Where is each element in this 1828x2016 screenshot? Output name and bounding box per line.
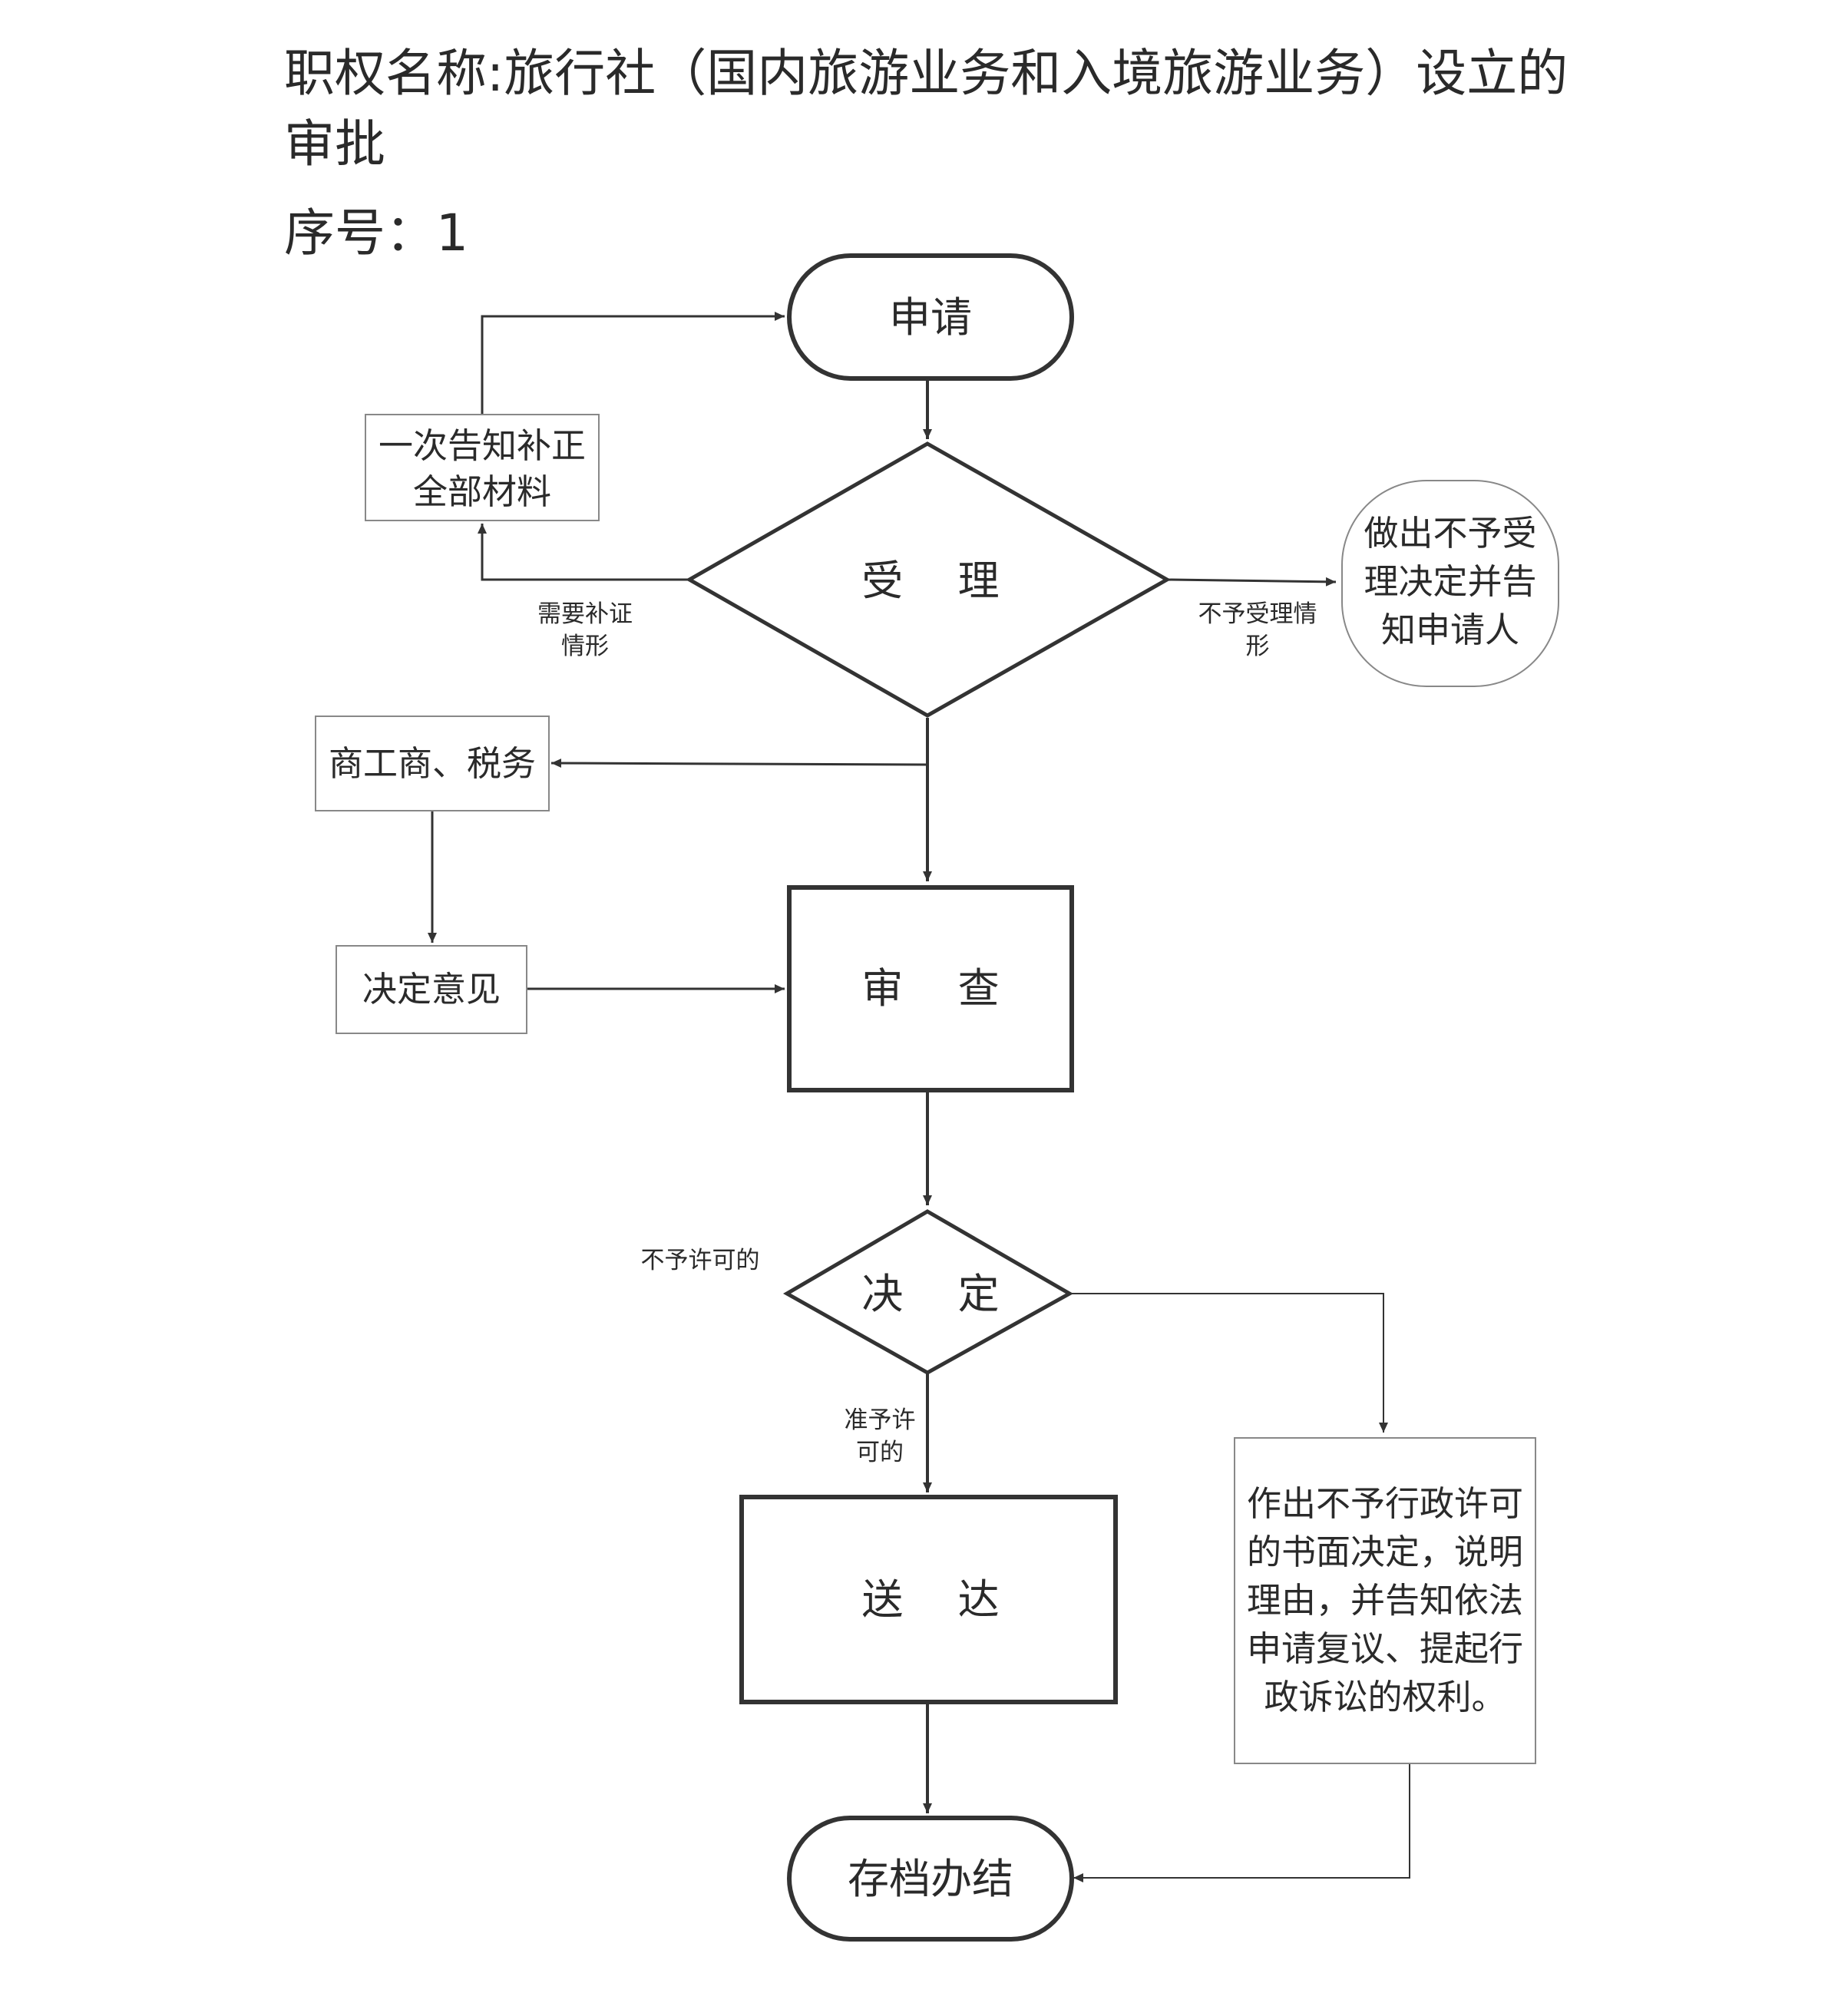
decision-label: 决 定 [861, 1270, 999, 1318]
label-not-accept-1: 不予受理情 [1198, 600, 1317, 628]
edge-decision-deny [1069, 1293, 1388, 1433]
review-label: 审 查 [861, 964, 999, 1013]
deny-doc-line5: 政诉讼的权利。 [1264, 1677, 1506, 1717]
node-notify-correction: 一次告知补正 全部材料 [365, 414, 600, 521]
deny-doc-line4: 申请复议、提起行 [1247, 1628, 1523, 1669]
label-need-correction-2: 情形 [561, 633, 609, 660]
label-need-correction-1: 需要补证 [537, 600, 633, 628]
node-deny-doc: 作出不予行政许可 的书面决定，说明 理由，并告知依法 申请复议、提起行 政诉讼的… [1234, 1437, 1536, 1764]
reject-notice-line2: 理决定并告 [1364, 561, 1536, 602]
commerce-tax-label: 商工商、税务 [329, 743, 536, 784]
deny-doc-line1: 作出不予行政许可 [1247, 1483, 1523, 1524]
page-title: 职权名称:旅行社（国内旅游业务和入境旅游业务）设立的 [284, 44, 1569, 103]
node-apply-label: 申请 [889, 293, 972, 342]
edge-deny-archive [1073, 1759, 1436, 1882]
notify-correction-line1: 一次告知补正 [378, 425, 586, 466]
edge-accept-correction [478, 524, 691, 581]
label-not-accept-2: 形 [1246, 633, 1270, 660]
archive-label: 存档办结 [848, 1855, 1013, 1903]
node-opinion: 决定意见 [336, 945, 527, 1034]
deny-doc-line3: 理由，并告知依法 [1247, 1580, 1523, 1621]
label-approve-2: 可的 [856, 1439, 904, 1466]
node-commerce-tax: 商工商、税务 [315, 716, 550, 811]
edge-correction-apply [481, 312, 785, 415]
node-apply: 申请 [787, 253, 1074, 381]
label-approve-1: 准予许 [845, 1406, 916, 1434]
deliver-label: 送 达 [861, 1575, 999, 1624]
notify-correction-line2: 全部材料 [413, 471, 551, 512]
connectors [428, 312, 1436, 1882]
node-archive: 存档办结 [787, 1816, 1074, 1942]
node-review: 审 查 [787, 885, 1074, 1092]
node-accept: 受 理 [685, 441, 1172, 718]
node-reject-notice: 做出不予受 理决定并告 知申请人 [1341, 480, 1559, 687]
reject-notice-line3: 知申请人 [1381, 610, 1519, 650]
node-deliver: 送 达 [739, 1495, 1118, 1704]
edge-labels: 需要补证 情形 不予受理情 形 不予许可的 准予许 可的 [537, 600, 1317, 1466]
edge-branch-commerce [550, 758, 928, 768]
deny-doc-line2: 的书面决定，说明 [1247, 1532, 1523, 1572]
edge-accept-reject [1166, 577, 1337, 587]
label-deny: 不予许可的 [641, 1247, 760, 1274]
node-accept-label: 受 理 [861, 557, 999, 605]
serial-number: 序号：1 [284, 203, 468, 263]
reject-notice-line1: 做出不予受 [1364, 513, 1536, 554]
page-title-continued: 审批 [284, 114, 385, 174]
opinion-label: 决定意见 [362, 969, 501, 1010]
node-decision: 决 定 [782, 1209, 1074, 1375]
